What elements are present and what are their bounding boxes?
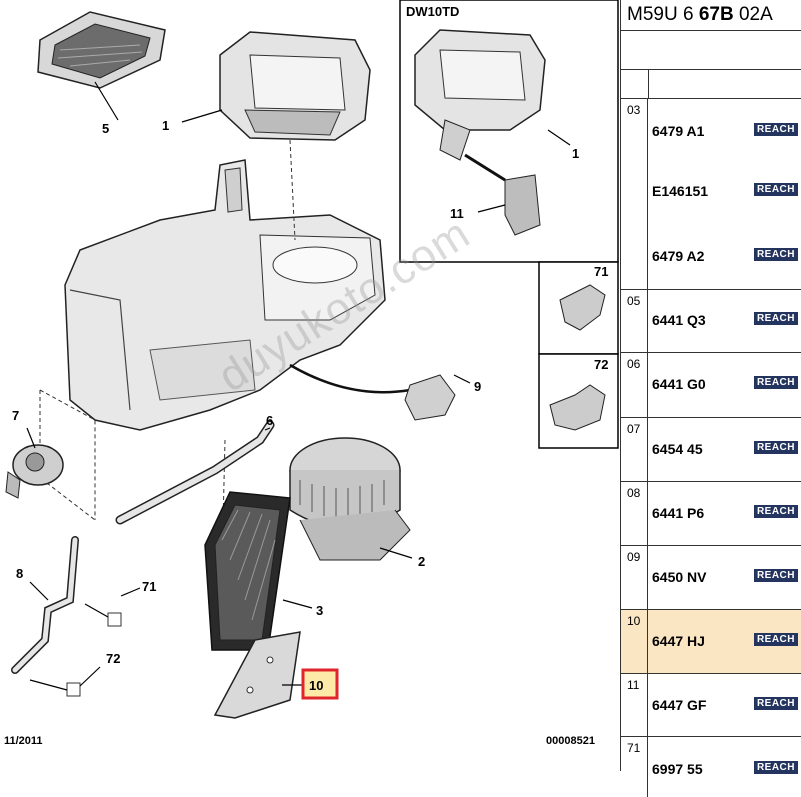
part-row[interactable]: 6479 A2 REACH <box>652 246 798 266</box>
part-ref: 6447 GF <box>652 697 707 713</box>
callout-72: 72 <box>106 651 120 666</box>
clip-72-marker <box>66 682 81 697</box>
part-hvac-housing[interactable] <box>64 159 386 431</box>
parts-group-71[interactable]: 71 6997 55 REACH <box>621 737 801 797</box>
reach-badge[interactable]: REACH <box>753 697 798 710</box>
part-ref: 6479 A1 <box>652 123 705 139</box>
part-ref: 6441 Q3 <box>652 312 706 328</box>
part-blower-motor[interactable] <box>289 437 411 561</box>
exploded-parts-diagram: 5 1 2 3 6 7 8 9 71 72 10 DW10TD 1 11 71 … <box>5 0 619 719</box>
clip-71-label: 71 <box>594 264 608 279</box>
parts-group-08[interactable]: 08 6441 P6 REACH <box>621 482 801 546</box>
reach-badge[interactable]: REACH <box>753 633 798 646</box>
parts-group-03[interactable]: 03 6479 A1 REACH E146151 REACH 6479 A2 R… <box>621 99 801 290</box>
part-filter-grille[interactable] <box>37 11 166 89</box>
clip-72-box: 72 <box>538 353 619 449</box>
callout-9: 9 <box>474 379 481 394</box>
callout-71: 71 <box>142 579 156 594</box>
group-index: 10 <box>621 610 648 673</box>
clip-72-label: 72 <box>594 357 608 372</box>
group-index: 07 <box>621 418 648 481</box>
part-ref: 6997 55 <box>652 761 703 777</box>
part-filter-cover[interactable] <box>213 631 301 719</box>
part-row[interactable]: E146151 REACH <box>652 181 798 201</box>
parts-group-11[interactable]: 11 6447 GF REACH <box>621 674 801 737</box>
part-row[interactable]: 6441 Q3 REACH <box>652 310 798 330</box>
header-bold: 67B <box>698 4 734 25</box>
reach-badge[interactable]: REACH <box>753 248 798 261</box>
reach-badge[interactable]: REACH <box>753 123 798 136</box>
part-ref: 6447 HJ <box>652 633 705 649</box>
reference-header: M59U 6 67B 02A <box>621 0 801 31</box>
callout-3: 3 <box>316 603 323 618</box>
inset-callout-1: 1 <box>572 146 579 161</box>
group-index: 05 <box>621 290 648 352</box>
part-drain-pipe[interactable] <box>11 536 79 674</box>
callout-7: 7 <box>12 408 19 423</box>
callout-10-highlight <box>301 668 339 700</box>
part-row[interactable]: 6447 GF REACH <box>652 695 798 715</box>
callout-5: 5 <box>102 121 109 136</box>
footer-code: 00008521 <box>546 735 595 747</box>
reach-badge[interactable]: REACH <box>753 441 798 454</box>
header-suffix: 02A <box>733 4 773 25</box>
callout-6: 6 <box>266 413 273 428</box>
clip-71-box: 71 <box>538 261 619 355</box>
header-prefix: M59U 6 <box>627 4 699 25</box>
inset-title: DW10TD <box>406 4 459 19</box>
part-row[interactable]: 6447 HJ REACH <box>652 631 798 651</box>
part-blower-resistor[interactable] <box>289 363 456 421</box>
group-index: 03 <box>621 99 648 289</box>
footer-date: 11/2011 <box>4 735 43 747</box>
reach-badge[interactable]: REACH <box>753 312 798 325</box>
parts-panel: M59U 6 67B 02A 03 6479 A1 REACH E146151 … <box>620 0 801 797</box>
group-index: 71 <box>621 737 648 797</box>
reach-badge[interactable]: REACH <box>753 761 798 774</box>
parts-group-07[interactable]: 07 6454 45 REACH <box>621 418 801 482</box>
blank-row <box>621 31 801 70</box>
part-row[interactable]: 6997 55 REACH <box>652 759 798 779</box>
group-index: 08 <box>621 482 648 545</box>
reach-badge[interactable]: REACH <box>753 183 798 196</box>
leader-lines <box>26 81 471 691</box>
parts-group-05[interactable]: 05 6441 Q3 REACH <box>621 290 801 353</box>
parts-group-09[interactable]: 09 6450 NV REACH <box>621 546 801 610</box>
part-ref: 6450 NV <box>652 569 707 585</box>
part-flap-actuator[interactable] <box>5 444 64 499</box>
part-ref: 6454 45 <box>652 441 703 457</box>
group-index: 06 <box>621 353 648 417</box>
group-index: 09 <box>621 546 648 609</box>
part-ref: 6441 P6 <box>652 505 705 521</box>
group-index: 11 <box>621 674 648 736</box>
part-ref: 6479 A2 <box>652 248 705 264</box>
part-drain-hose[interactable] <box>115 420 275 525</box>
reach-badge[interactable]: REACH <box>753 569 798 582</box>
part-cabin-filter[interactable] <box>204 491 291 651</box>
callout-8: 8 <box>16 566 23 581</box>
parts-group-10-selected[interactable]: 10 6447 HJ REACH <box>621 610 801 674</box>
part-air-intake-housing[interactable] <box>219 31 371 141</box>
callout-10[interactable]: 10 <box>309 678 323 693</box>
table-head-row <box>621 70 801 99</box>
part-ref: 6441 G0 <box>652 376 706 392</box>
reach-badge[interactable]: REACH <box>753 505 798 518</box>
part-ref: E146151 <box>652 183 709 199</box>
part-row[interactable]: 6479 A1 REACH <box>652 121 798 141</box>
part-row[interactable]: 6450 NV REACH <box>652 567 798 587</box>
part-row[interactable]: 6441 G0 REACH <box>652 374 798 394</box>
part-row[interactable]: 6454 45 REACH <box>652 439 798 459</box>
callout-1: 1 <box>162 118 169 133</box>
inset-callout-11: 11 <box>450 206 464 221</box>
inset-dw10td: DW10TD 1 11 <box>399 0 619 263</box>
reach-badge[interactable]: REACH <box>753 376 798 389</box>
clip-71-marker <box>107 612 122 627</box>
parts-group-06[interactable]: 06 6441 G0 REACH <box>621 353 801 418</box>
part-row[interactable]: 6441 P6 REACH <box>652 503 798 523</box>
callout-2: 2 <box>418 554 425 569</box>
